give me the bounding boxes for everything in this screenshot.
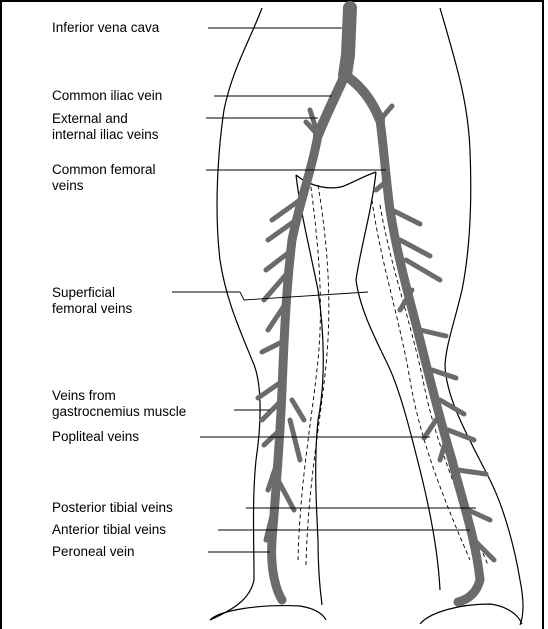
right-foot-contour	[420, 604, 522, 624]
label-superficial-femoral-line1: Superficial	[52, 285, 115, 301]
label-common-femoral-line2: veins	[52, 178, 84, 194]
label-peroneal-vein: Peroneal vein	[52, 544, 135, 560]
label-popliteal-veins: Popliteal veins	[52, 429, 139, 445]
leader-lines	[172, 28, 476, 552]
label-gastrocnemius-line1: Veins from	[52, 388, 116, 404]
label-inferior-vena-cava: Inferior vena cava	[52, 20, 159, 36]
label-posterior-tibial-veins: Posterior tibial veins	[52, 500, 173, 516]
left-foot-contour	[210, 606, 326, 620]
label-external-internal-iliac-line1: External and	[52, 111, 128, 127]
label-common-iliac-vein: Common iliac vein	[52, 88, 162, 104]
label-gastrocnemius-line2: gastrocnemius muscle	[52, 404, 186, 420]
label-common-femoral-line1: Common femoral	[52, 162, 156, 178]
left-leg-outer-contour	[210, 8, 262, 620]
label-superficial-femoral-line2: femoral veins	[52, 301, 132, 317]
left-leg-inner-contour	[296, 175, 323, 605]
inferior-vena-cava-vessel	[345, 8, 350, 75]
label-external-internal-iliac-line2: internal iliac veins	[52, 127, 159, 143]
common-iliac-left-vessel	[318, 75, 345, 135]
right-leg-outer-contour	[440, 8, 523, 625]
label-anterior-tibial-veins: Anterior tibial veins	[52, 522, 166, 538]
